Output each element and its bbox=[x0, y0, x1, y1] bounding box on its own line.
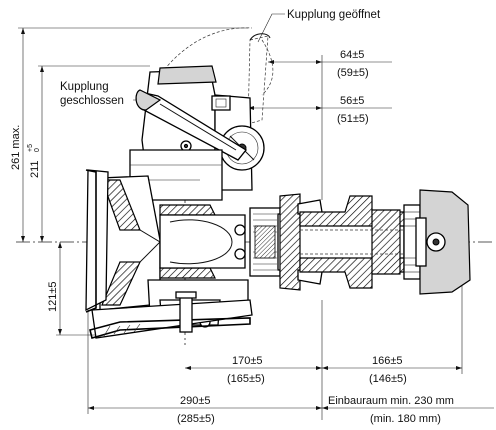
label-coupling-open: Kupplung geöffnet bbox=[287, 9, 381, 21]
dim-170: 170±5 bbox=[232, 355, 263, 367]
annotation-labels: Kupplung geöffnet Kupplung geschlossen bbox=[60, 9, 381, 107]
dim-height-211-tol-lower: 0 bbox=[34, 148, 41, 152]
dim-height-121: 121±5 bbox=[47, 281, 59, 312]
dim-166: 166±5 bbox=[372, 355, 403, 367]
coupling-body bbox=[85, 65, 281, 339]
dim-total-height: 261 max. bbox=[10, 125, 22, 170]
dim-170-alt: (165±5) bbox=[227, 373, 265, 385]
dim-64-alt: (59±5) bbox=[337, 67, 369, 79]
dim-height-211-tol-upper: +5 bbox=[27, 144, 34, 152]
dim-install-space-alt: (min. 180 mm) bbox=[370, 413, 441, 425]
dim-290: 290±5 bbox=[180, 395, 211, 407]
handle-open-position bbox=[247, 33, 271, 125]
dim-290-alt: (285±5) bbox=[177, 413, 215, 425]
dim-install-space: Einbauraum min. 230 mm bbox=[328, 395, 454, 407]
dim-56-alt: (51±5) bbox=[337, 113, 369, 125]
dim-64: 64±5 bbox=[340, 49, 364, 61]
dim-height-211: 211 bbox=[29, 160, 41, 178]
dimension-texts: 261 max. 211 +5 0 121±5 64±5 (59±5) 56±5… bbox=[10, 49, 454, 425]
dim-56: 56±5 bbox=[340, 95, 364, 107]
label-coupling-closed-1: Kupplung bbox=[60, 81, 109, 93]
handle-swing-arc bbox=[149, 27, 253, 91]
clevis-tube bbox=[277, 189, 471, 295]
label-coupling-closed-2: geschlossen bbox=[60, 95, 124, 107]
dim-166-alt: (146±5) bbox=[369, 373, 407, 385]
